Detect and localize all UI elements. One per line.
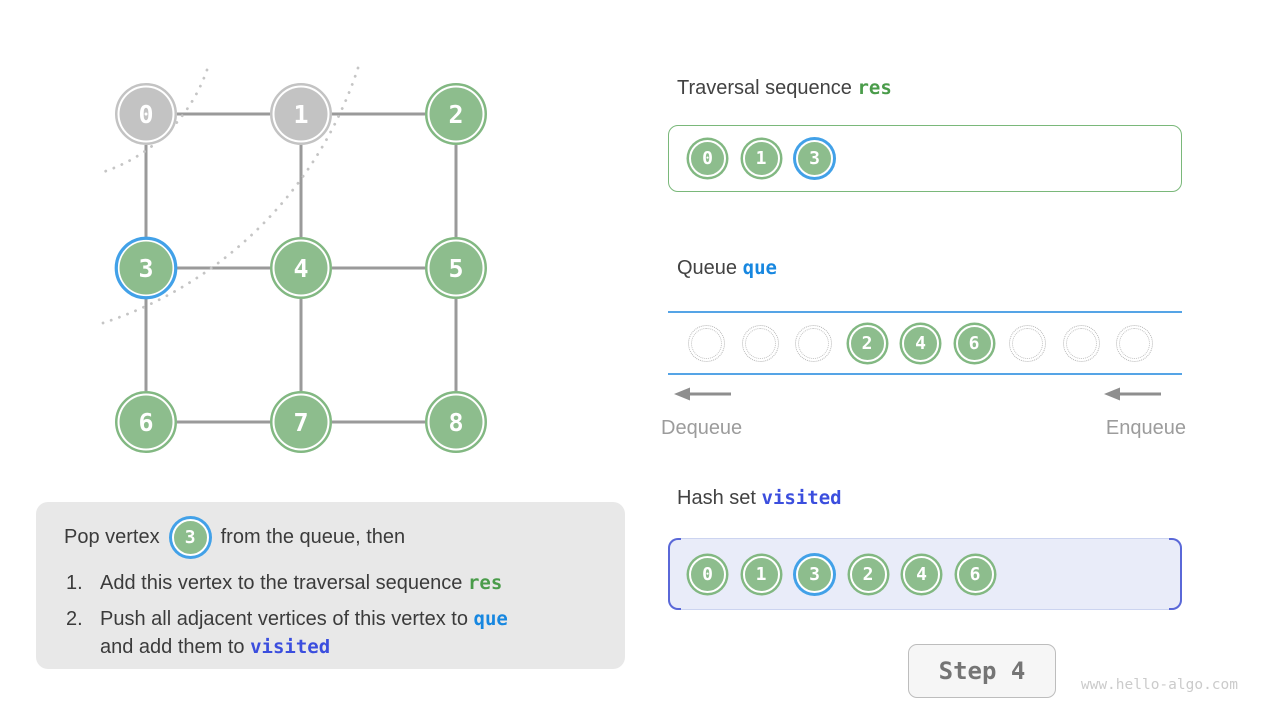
graph-vertex-8: 8	[425, 391, 487, 453]
step-button-label: Step 4	[938, 657, 1026, 685]
queue-empty-slot-2	[741, 324, 779, 362]
graph-vertex-label-0: 0	[138, 100, 153, 129]
graph-vertex-5: 5	[425, 237, 487, 299]
chip-1: 1	[742, 555, 780, 593]
explanation-intro: Pop vertex 3 from the queue, then	[64, 519, 625, 556]
chip-1: 1	[742, 140, 780, 177]
chip-0: 0	[689, 555, 726, 593]
graph-vertex-4: 4	[270, 237, 332, 299]
enqueue-arrow-icon	[1104, 387, 1161, 401]
hashset-title-text: Hash set	[677, 487, 756, 509]
current-vertex-chip: 3	[171, 519, 209, 556]
graph-vertex-label-7: 7	[293, 408, 308, 437]
hashset-title: Hash set visited	[677, 487, 842, 510]
queue-empty-slot-9	[1116, 324, 1153, 362]
graph-vertex-7: 7	[270, 391, 332, 453]
chip-2: 2	[849, 555, 887, 593]
watermark: www.hello-algo.com	[1080, 677, 1238, 693]
res-code-label: res	[857, 77, 892, 99]
graph-vertex-3: 3	[114, 236, 178, 300]
queue-empty-slot-8	[1062, 324, 1100, 362]
chip-6: 6	[955, 324, 993, 362]
graph-vertex-label-2: 2	[448, 100, 463, 129]
bfs-layer-arc-2	[101, 66, 360, 325]
graph-vertex-label-8: 8	[448, 408, 463, 437]
chip-3: 3	[796, 140, 833, 177]
visited-code-label: visited	[761, 487, 842, 509]
graph-vertex-6: 6	[115, 391, 177, 453]
graph-vertex-1: 1	[270, 83, 332, 145]
explanation-box: Pop vertex 3 from the queue, then 1. Add …	[36, 502, 625, 669]
queue-title-text: Queue	[677, 257, 738, 279]
graph-vertex-0: 0	[115, 83, 177, 145]
chip-6: 6	[956, 555, 994, 593]
graph-vertex-2: 2	[425, 83, 487, 145]
explanation-item-1: 1. Add this vertex to the traversal seque…	[66, 569, 625, 597]
queue-empty-slot-3	[795, 324, 832, 362]
dequeue-label: Dequeue	[661, 417, 743, 439]
traversal-title-text: Traversal sequence	[677, 77, 852, 99]
graph-canvas: 0 1 2 3 4 5 6 7 8	[98, 66, 487, 453]
que-code-label: que	[742, 257, 777, 279]
explanation-item-text: Push all adjacent vertices of this verte…	[100, 608, 508, 658]
graph-vertex-label-5: 5	[448, 254, 463, 283]
step-button[interactable]: Step 4	[908, 644, 1056, 698]
explanation-item-number: 1.	[66, 572, 83, 594]
explanation-list: 1. Add this vertex to the traversal seque…	[36, 569, 625, 661]
explanation-item-number: 2.	[66, 608, 83, 630]
graph-vertex-label-4: 4	[293, 254, 308, 283]
chip-4: 4	[903, 555, 940, 593]
intro-after-text: from the queue, then	[220, 526, 406, 548]
graph-vertex-label-1: 1	[293, 100, 308, 129]
hash-set-left-bracket	[668, 538, 681, 610]
intro-before-text: Pop vertex	[64, 526, 160, 548]
current-vertex-value: 3	[184, 527, 196, 548]
graph-vertex-label-3: 3	[138, 254, 153, 283]
explanation-item-text: Add this vertex to the traversal sequenc…	[100, 572, 503, 594]
graph-vertex-label-6: 6	[138, 408, 153, 437]
queue-title: Queue que	[677, 257, 777, 280]
chip-3: 3	[796, 555, 833, 593]
queue-empty-slot-7	[1009, 324, 1046, 362]
chip-4: 4	[902, 324, 939, 362]
dequeue-arrow-icon	[674, 387, 731, 401]
chip-0: 0	[689, 140, 726, 177]
hash-set-right-bracket	[1169, 538, 1182, 610]
explanation-item-2: 2. Push all adjacent vertices of this ver…	[66, 605, 625, 661]
traversal-title: Traversal sequence res	[677, 77, 892, 100]
queue-empty-slot-1	[688, 324, 725, 362]
chip-2: 2	[848, 324, 886, 362]
enqueue-label: Enqueue	[1105, 417, 1186, 439]
